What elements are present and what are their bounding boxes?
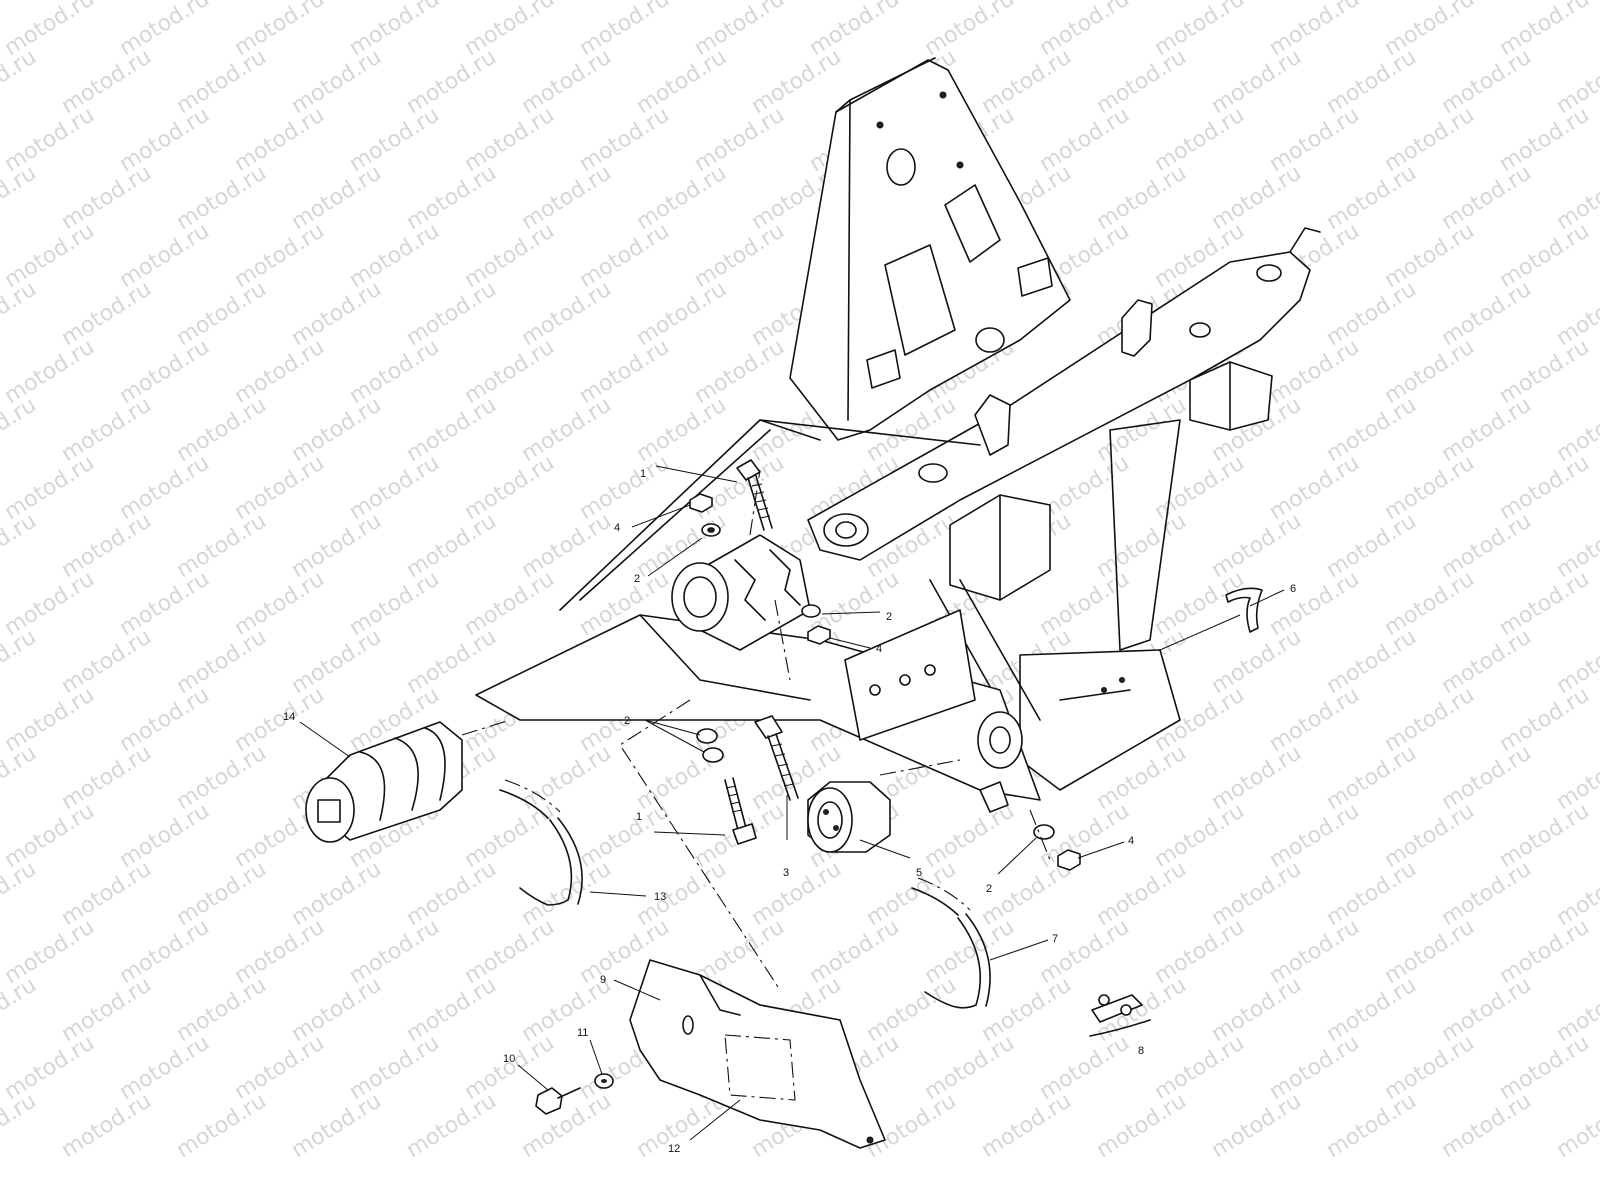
callout-11: 11 (577, 1027, 588, 1039)
clip-6 (1159, 587, 1263, 651)
frame-upper-crossbeam (807, 227, 1321, 561)
callout-2d: 2 (986, 883, 992, 895)
bolt-3 (754, 715, 799, 801)
callout-12: 12 (668, 1143, 680, 1155)
callout-2c: 2 (624, 715, 630, 727)
washer-11 (594, 1073, 614, 1089)
callout-14: 14 (283, 711, 295, 723)
link-8 (1089, 994, 1151, 1037)
callouts: 1 1 2 2 2 2 3 4 4 4 5 6 7 8 9 10 11 (283, 465, 1296, 1155)
frame-bulkhead (789, 57, 1071, 441)
bolt-1a (736, 459, 773, 531)
callout-5: 5 (916, 867, 922, 879)
drum-14 (305, 721, 463, 843)
callout-9: 9 (600, 974, 606, 986)
washers-and-nuts (689, 493, 1081, 871)
callout-13: 13 (654, 891, 666, 903)
callout-7: 7 (1052, 933, 1058, 945)
callout-6: 6 (1290, 583, 1296, 595)
callout-10: 10 (503, 1053, 515, 1065)
callout-2a: 2 (634, 573, 640, 585)
bolt-10 (535, 1087, 581, 1115)
callout-2b: 2 (886, 611, 892, 623)
callout-4a: 4 (614, 522, 620, 534)
assembly-lines (461, 469, 1051, 991)
chain-13 (499, 779, 583, 906)
callout-8: 8 (1138, 1045, 1144, 1057)
frame-lower-chassis (475, 419, 1181, 813)
bearing-clamp (671, 534, 811, 651)
callout-3: 3 (783, 867, 789, 879)
guard-9-12 (629, 959, 886, 1149)
callout-1a: 1 (640, 468, 646, 480)
sprocket-5 (807, 781, 891, 853)
callout-4b: 4 (876, 643, 882, 655)
chain-7 (911, 877, 991, 1009)
callout-4c: 4 (1128, 835, 1134, 847)
bolt-1b (724, 777, 757, 845)
callout-1b: 1 (636, 811, 642, 823)
